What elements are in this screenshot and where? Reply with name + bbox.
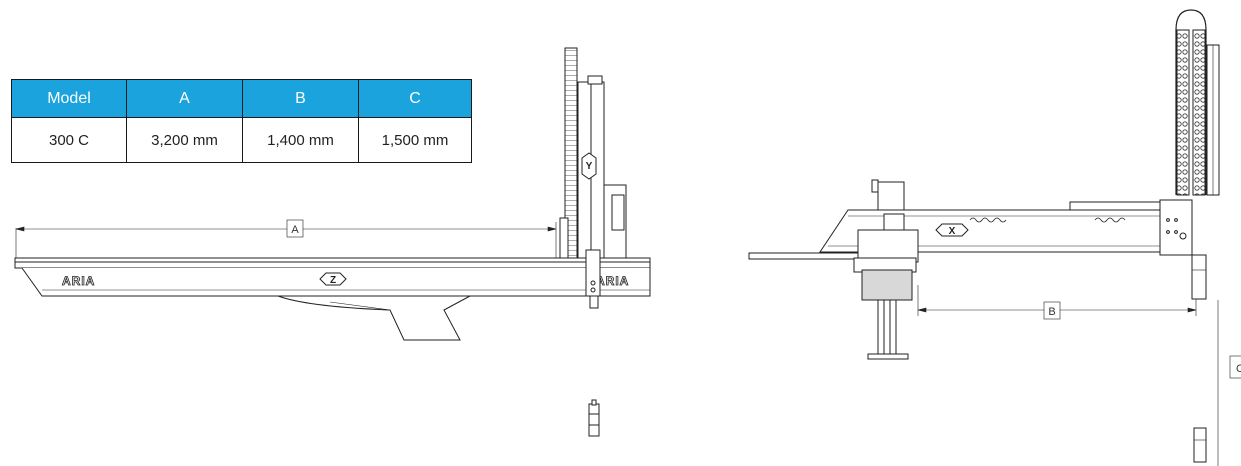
extension-arm bbox=[748, 252, 860, 260]
post-top bbox=[877, 181, 905, 211]
cell-c: 1,500 mm bbox=[358, 117, 472, 163]
cell-model: 300 C bbox=[11, 117, 127, 163]
dimension-label-b: B bbox=[1048, 306, 1055, 318]
end-effector bbox=[277, 295, 471, 341]
spec-table-header-row: Model A B C bbox=[11, 79, 472, 118]
axis-label-z: Z bbox=[330, 275, 336, 286]
z-axis-badge: Z bbox=[319, 272, 347, 286]
dimension-label-c: C bbox=[1236, 363, 1241, 375]
cell-b: 1,400 mm bbox=[242, 117, 359, 163]
header-model: Model bbox=[11, 79, 127, 118]
gripper-detail bbox=[588, 399, 600, 437]
right-gripper bbox=[1191, 254, 1207, 463]
cell-a: 3,200 mm bbox=[126, 117, 243, 163]
axis-label-y: Y bbox=[586, 161, 593, 172]
dimension-a: A bbox=[15, 219, 557, 258]
carriage-block bbox=[853, 213, 919, 360]
dimension-label-a: A bbox=[291, 224, 299, 236]
brand-label-left: ARIA bbox=[62, 274, 95, 288]
header-b: B bbox=[242, 79, 359, 118]
y-axis-badge: Y bbox=[581, 152, 597, 180]
dimension-b: B bbox=[917, 285, 1197, 320]
dimension-c: C bbox=[1217, 300, 1241, 466]
side-view-right: X B bbox=[748, 9, 1241, 466]
table-row: 300 C 3,200 mm 1,400 mm 1,500 mm bbox=[11, 117, 472, 163]
brand-label-right: ARIA bbox=[596, 274, 629, 288]
cable-chain bbox=[1175, 9, 1220, 196]
x-axis-badge: X bbox=[935, 223, 969, 237]
spec-table: Model A B C 300 C 3,200 mm 1,400 mm 1,50… bbox=[11, 79, 472, 163]
carriage bbox=[585, 249, 601, 309]
axis-label-x: X bbox=[949, 226, 956, 237]
header-c: C bbox=[358, 79, 472, 118]
side-view-left: Y A ARIA ARIA Z bbox=[14, 47, 651, 437]
